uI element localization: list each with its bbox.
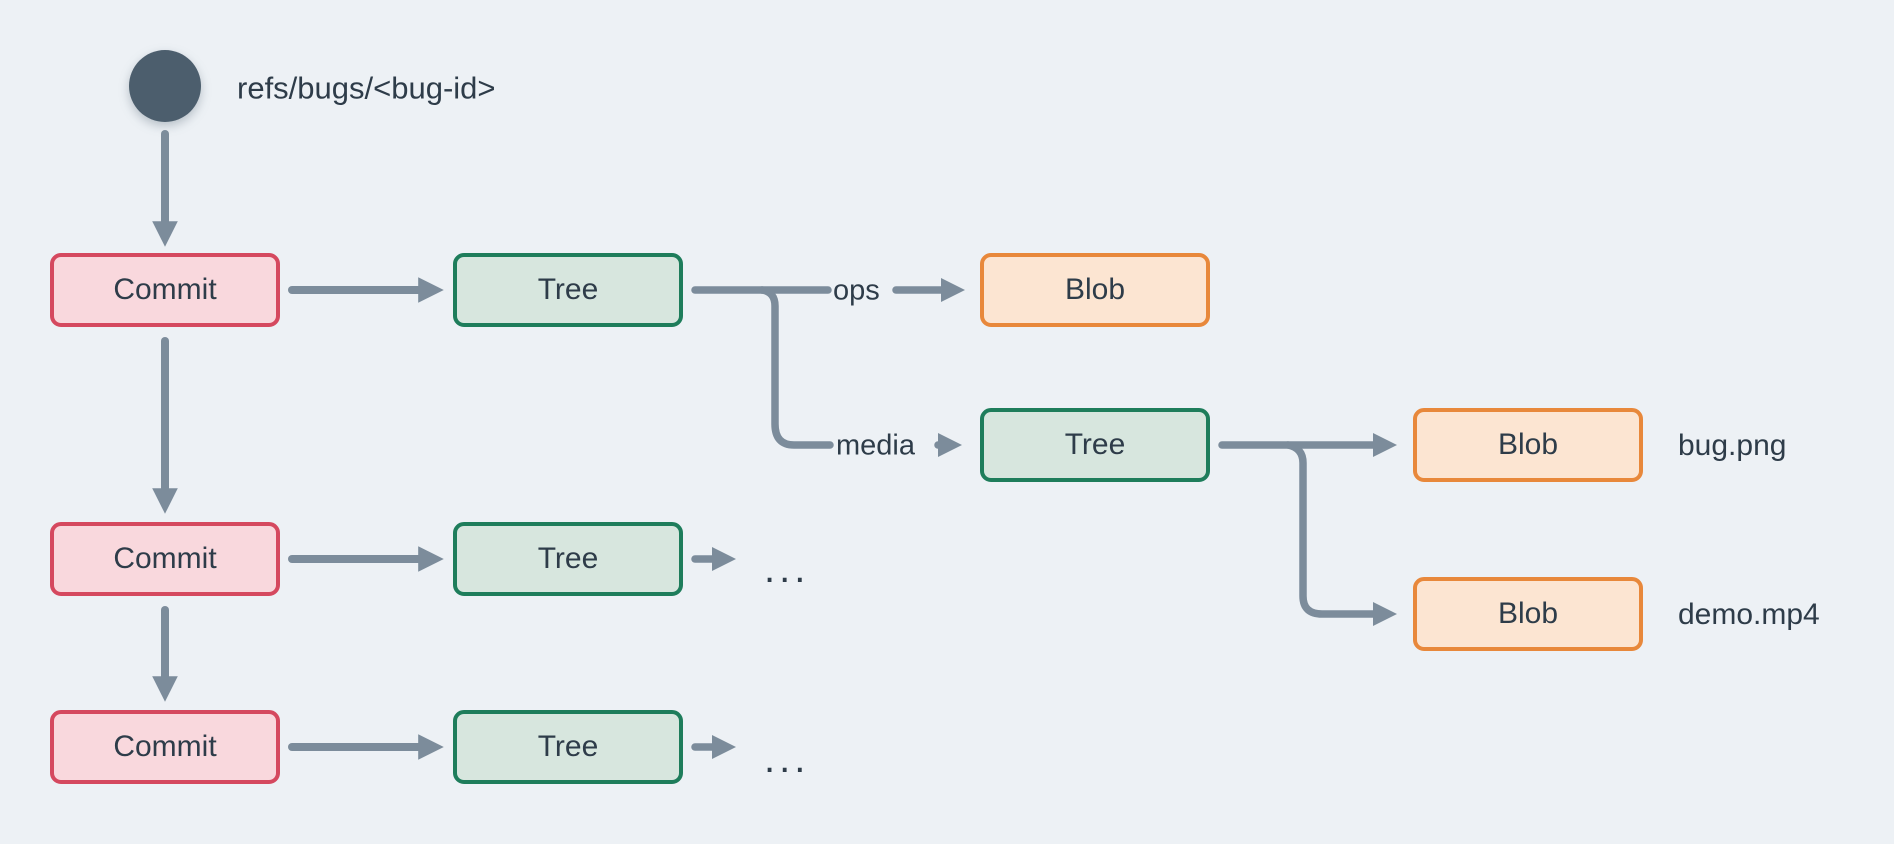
- node-label: Blob: [1497, 428, 1559, 461]
- ref-pointer-dot-icon: [129, 50, 201, 122]
- arrow-tree-media-branch-to-blob-demo: [1284, 441, 1398, 627]
- node-tree-media: Tree: [980, 408, 1210, 482]
- node-blob-ops: Blob: [980, 253, 1210, 327]
- node-label: Tree: [1064, 428, 1126, 461]
- edge-label-media: media: [836, 429, 915, 462]
- node-label: Commit: [113, 730, 217, 763]
- node-label: Tree: [537, 730, 599, 763]
- line-tree1-branch-to-media-label: [758, 286, 834, 449]
- node-commit-1: Commit: [50, 253, 280, 327]
- node-label: Blob: [1064, 273, 1126, 306]
- node-tree-1: Tree: [453, 253, 683, 327]
- node-commit-3: Commit: [50, 710, 280, 784]
- node-label: Tree: [537, 273, 599, 306]
- file-label-demo-mp4: demo.mp4: [1678, 598, 1820, 631]
- ellipsis-row3: ...: [764, 737, 810, 781]
- node-label: Blob: [1497, 597, 1559, 630]
- node-blob-bug: Blob: [1413, 408, 1643, 482]
- node-tree-row3: Tree: [453, 710, 683, 784]
- ellipsis-row2: ...: [764, 547, 810, 591]
- node-label: Commit: [113, 273, 217, 306]
- edge-label-ops: ops: [833, 274, 880, 307]
- node-tree-row2: Tree: [453, 522, 683, 596]
- ref-label: refs/bugs/<bug-id>: [237, 70, 496, 106]
- node-label: Tree: [537, 542, 599, 575]
- node-commit-2: Commit: [50, 522, 280, 596]
- node-label: Commit: [113, 542, 217, 575]
- node-blob-demo: Blob: [1413, 577, 1643, 651]
- file-label-bug-png: bug.png: [1678, 429, 1787, 462]
